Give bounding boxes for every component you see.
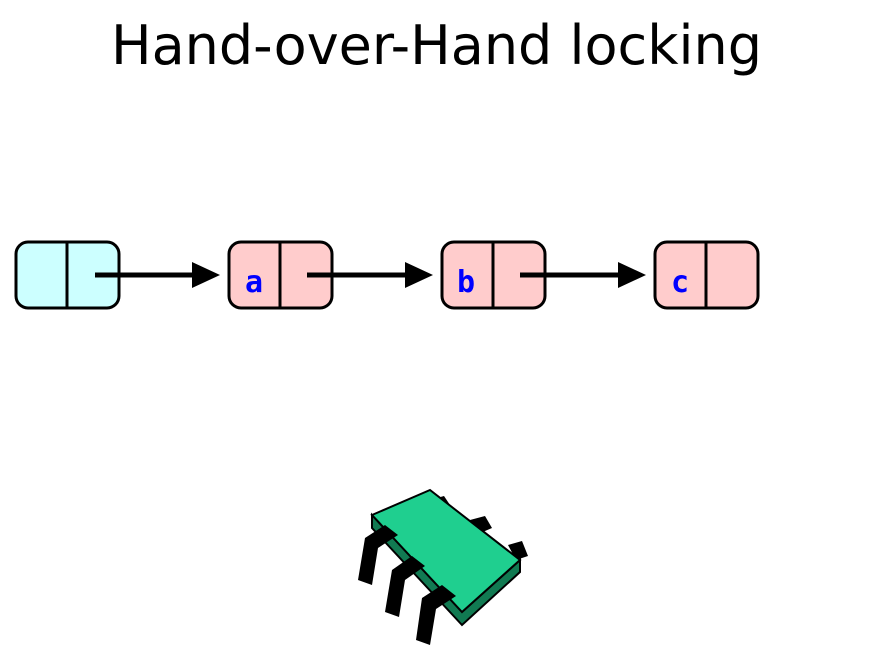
bug-icon [358, 488, 528, 645]
node-label-a: a [245, 265, 263, 300]
list-arrow-head-to-a [95, 262, 220, 288]
slide-title: Hand-over-Hand locking [110, 14, 762, 77]
list-node-a: a [227, 240, 334, 310]
list-arrow-b-to-c [520, 262, 646, 288]
node-label-b: b [457, 265, 475, 300]
list-arrow-a-to-b [307, 262, 433, 288]
node-label-c: c [671, 265, 689, 300]
list-node-c: c [653, 240, 760, 310]
